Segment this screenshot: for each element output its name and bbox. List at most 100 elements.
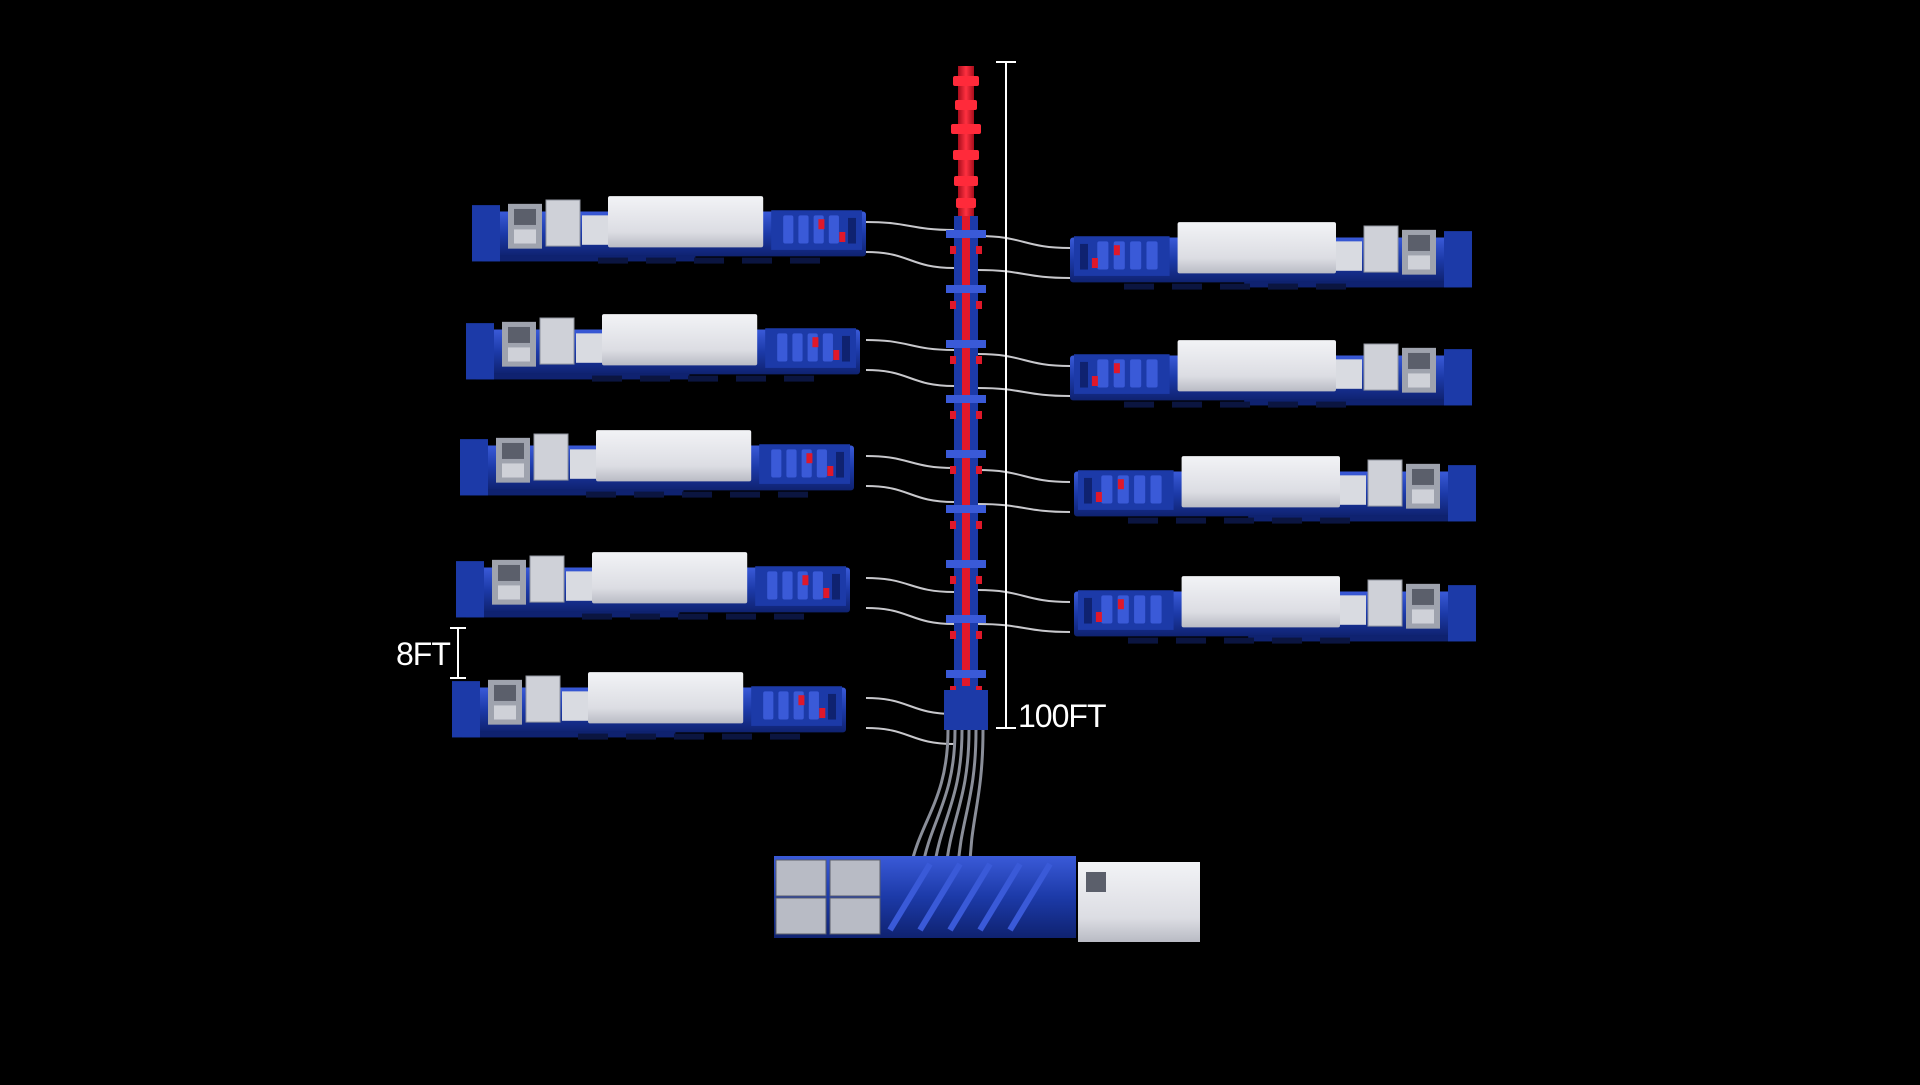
engine-enclosure — [592, 552, 748, 604]
auger — [887, 862, 933, 932]
engine-enclosure — [608, 196, 764, 248]
wheel — [626, 733, 656, 740]
exhaust-box — [533, 433, 569, 481]
suction-hose — [968, 729, 985, 871]
pump-spacing-label: 8FT — [396, 636, 451, 672]
gooseneck — [456, 561, 484, 618]
pump-cylinder — [767, 571, 778, 600]
exhaust-box — [539, 317, 575, 365]
engine-connector — [1336, 241, 1362, 271]
engine-enclosure — [596, 430, 752, 482]
gooseneck — [466, 323, 494, 380]
discharge-fitting — [818, 219, 825, 230]
manifold-tee — [946, 615, 986, 623]
blender-tank — [775, 897, 827, 935]
hose — [865, 251, 955, 269]
manifold-valve — [950, 301, 956, 309]
pump-cylinder — [778, 691, 789, 720]
wheel — [1320, 637, 1350, 644]
suction-hose — [932, 729, 964, 871]
pump-fluid-end — [1080, 361, 1088, 388]
pump-cylinder — [828, 215, 839, 244]
hose — [977, 235, 1071, 249]
hose — [865, 697, 955, 715]
gooseneck — [1444, 349, 1472, 406]
manifold-tee — [946, 340, 986, 348]
wheel — [1124, 283, 1154, 290]
blender-unit — [774, 856, 1200, 942]
manifold-valve — [950, 521, 956, 529]
discharge-fitting — [1091, 376, 1098, 386]
pump-fluid-end — [1084, 597, 1092, 624]
hose — [865, 339, 955, 351]
radiator-grille — [1408, 373, 1430, 388]
hose — [977, 469, 1071, 483]
wheel — [682, 491, 712, 498]
hose — [977, 387, 1071, 397]
radiator-grille — [494, 705, 516, 720]
engine-enclosure — [602, 314, 758, 366]
wheel — [778, 491, 808, 498]
frac-pump-unit — [1074, 456, 1476, 524]
radiator-fan — [1412, 588, 1434, 605]
engine-connector — [570, 449, 596, 479]
manifold-valve — [976, 631, 982, 639]
manifold-tee — [946, 230, 986, 238]
wheel — [634, 491, 664, 498]
radiator-grille — [508, 347, 530, 362]
wheel — [730, 491, 760, 498]
pump-fluid-end — [848, 217, 856, 244]
wheel — [582, 613, 612, 620]
trailer-base — [476, 373, 690, 380]
radiator-grille — [514, 229, 536, 244]
manifold-tee — [946, 670, 986, 678]
hose — [865, 607, 955, 625]
trailer-base — [482, 255, 696, 262]
pump-cylinder — [783, 215, 794, 244]
engine-connector — [1336, 359, 1362, 389]
trailer-base — [470, 489, 684, 496]
manifold-valve — [950, 631, 956, 639]
manifold-valve — [976, 466, 982, 474]
frac-pump-unit — [460, 430, 854, 498]
exhaust-box — [545, 199, 581, 247]
wheel — [1316, 401, 1346, 408]
manifold-tee — [946, 285, 986, 293]
pump-cylinder — [812, 571, 823, 600]
manifold-valve — [976, 246, 982, 254]
hose — [865, 727, 955, 745]
engine-enclosure — [588, 672, 744, 724]
discharge-fitting — [1117, 479, 1124, 490]
wheel — [646, 257, 676, 264]
suction-hose — [920, 729, 957, 871]
frac-pump-unit — [1070, 222, 1472, 290]
manifold-flange — [953, 150, 979, 160]
trailer-base — [466, 611, 680, 618]
manifold-flange — [953, 76, 979, 86]
wheel — [578, 733, 608, 740]
pump-cylinder — [1150, 475, 1162, 504]
gooseneck — [452, 681, 480, 738]
gooseneck — [472, 205, 500, 262]
wheel — [630, 613, 660, 620]
manifold-tee — [946, 560, 986, 568]
wheel — [790, 257, 820, 264]
radiator-grille — [498, 585, 520, 600]
pump-cylinder — [763, 691, 774, 720]
wheel — [678, 613, 708, 620]
pump-fluid-end — [828, 693, 836, 720]
manifold-valve — [976, 301, 982, 309]
pump-cylinder — [1130, 359, 1142, 388]
radiator-grille — [502, 463, 524, 478]
wheel — [640, 375, 670, 382]
pump-cylinder — [771, 449, 782, 478]
auger — [977, 862, 1023, 932]
exhaust-box — [1363, 343, 1399, 391]
pump-cylinder — [1097, 359, 1109, 388]
engine-connector — [1340, 475, 1366, 505]
engine-connector — [1340, 595, 1366, 625]
auger — [917, 862, 963, 932]
right-pump-row — [1070, 222, 1476, 644]
pump-cylinder — [1146, 241, 1158, 270]
